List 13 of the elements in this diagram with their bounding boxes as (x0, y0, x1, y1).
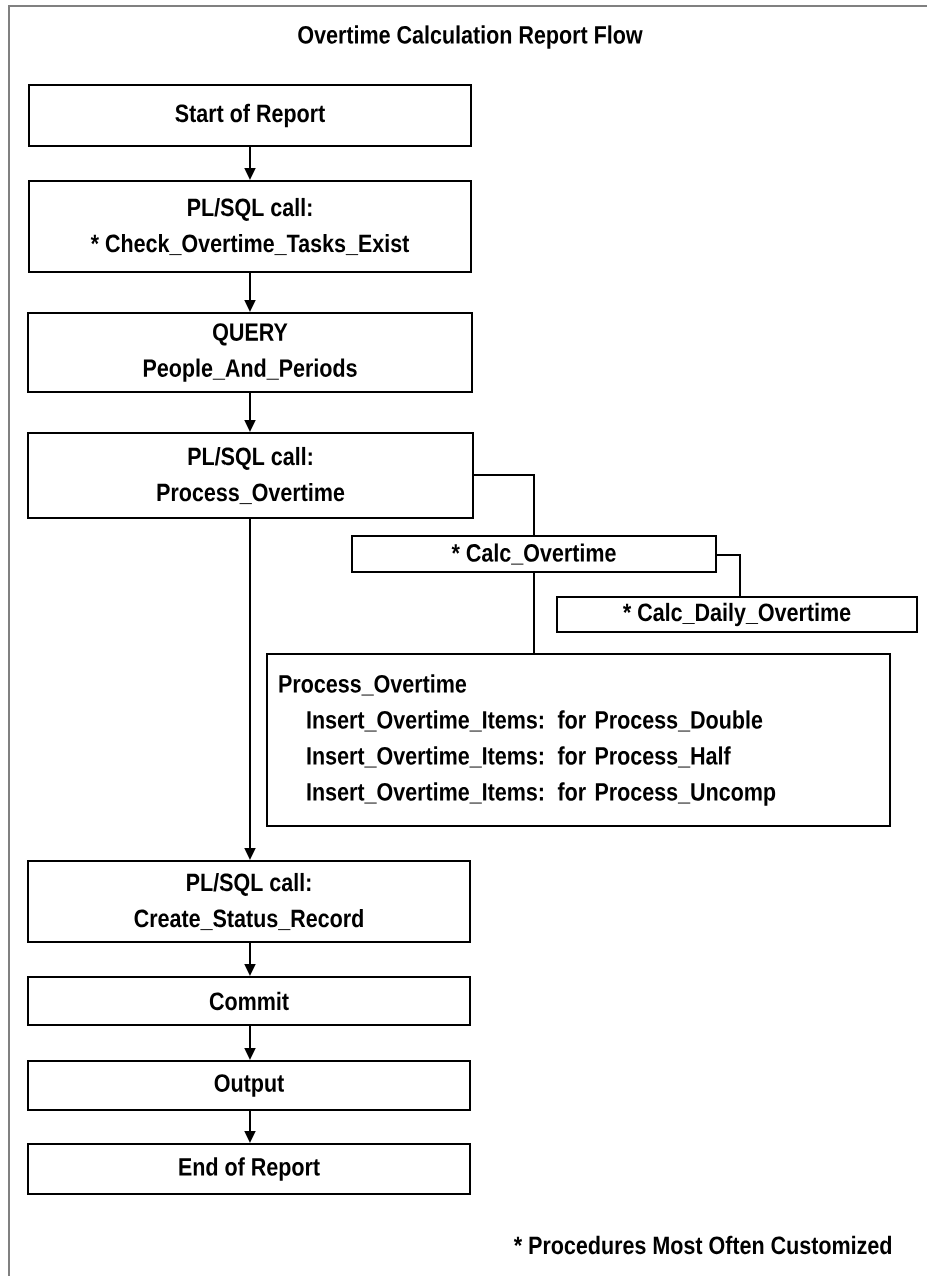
process-box: End of Report (27, 1143, 471, 1195)
process-box: PL/SQL call: Process_Overtime (27, 432, 474, 519)
process-box: Commit (27, 976, 471, 1026)
process-box: PL/SQL call: * Check_Overtime_Tasks_Exist (28, 180, 472, 273)
footnote: * Procedures Most Often Customized (513, 1235, 892, 1255)
process-box: QUERY People_And_Periods (27, 312, 473, 393)
process-box: Output (27, 1060, 471, 1111)
process-box: Process_Overtime Insert_Overtime_Items: for Process_Double Insert_Overtime_Items: for Process_Half Insert_Overtime_Items: for Process_Uncomp (266, 653, 891, 827)
process-box: * Calc_Daily_Overtime (556, 596, 918, 633)
process-box: PL/SQL call: Create_Status_Record (27, 860, 471, 943)
title: Overtime Calculation Report Flow (298, 25, 643, 49)
process-box: * Calc_Overtime (351, 535, 717, 573)
process-box: Start of Report (28, 84, 472, 147)
